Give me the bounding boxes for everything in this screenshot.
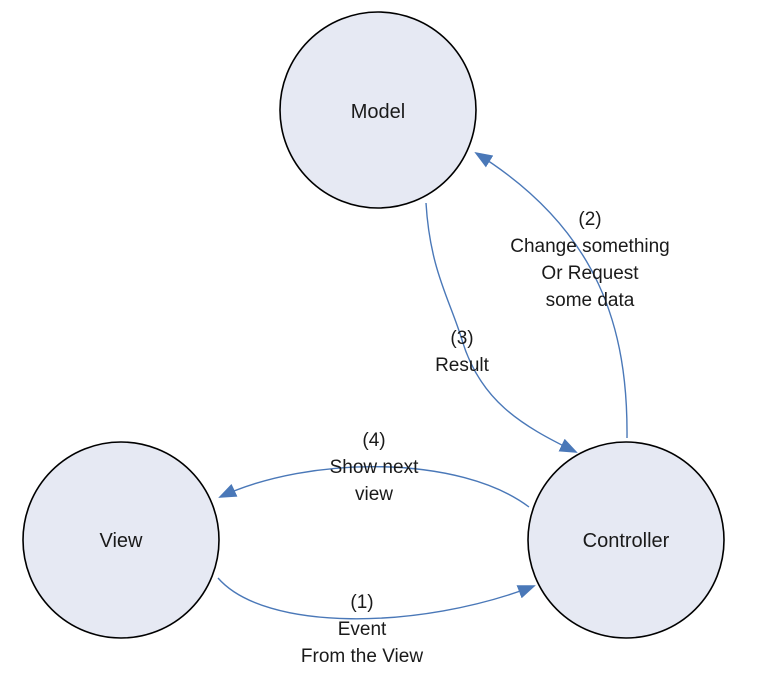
step1-line1: Event: [338, 619, 387, 640]
edge-label-step1: (1) Event From the View: [301, 592, 423, 667]
controller-node: Controller: [527, 441, 725, 639]
view-label: View: [100, 530, 144, 552]
edge-controller-to-view: [218, 465, 530, 508]
controller-label: Controller: [583, 530, 670, 552]
step4-number: (4): [362, 430, 385, 451]
step3-number: (3): [450, 328, 473, 349]
edge-view-to-controller: [217, 577, 536, 620]
step2-number: (2): [578, 209, 601, 230]
controller-circle: [527, 441, 725, 639]
edge-label-step3: (3) Result: [435, 328, 490, 376]
model-node: Model: [279, 11, 477, 209]
model-label: Model: [351, 101, 405, 123]
edge-model-to-controller: [425, 202, 578, 453]
step1-line2: From the View: [301, 646, 423, 667]
view-node: View: [22, 441, 220, 639]
edge-label-step2: (2) Change something Or Request some dat…: [510, 209, 670, 311]
step1-number: (1): [350, 592, 373, 613]
step4-line1: Show next: [330, 457, 419, 478]
edge-label-step4: (4) Show next view: [330, 430, 419, 505]
step4-line2: view: [355, 484, 393, 505]
step2-line2: Or Request: [541, 263, 639, 284]
model-circle: [279, 11, 477, 209]
view-circle: [22, 441, 220, 639]
step2-line3: some data: [546, 290, 635, 311]
edge-controller-to-model: [474, 151, 628, 439]
step3-line1: Result: [435, 355, 490, 376]
step2-line1: Change something: [510, 236, 670, 257]
